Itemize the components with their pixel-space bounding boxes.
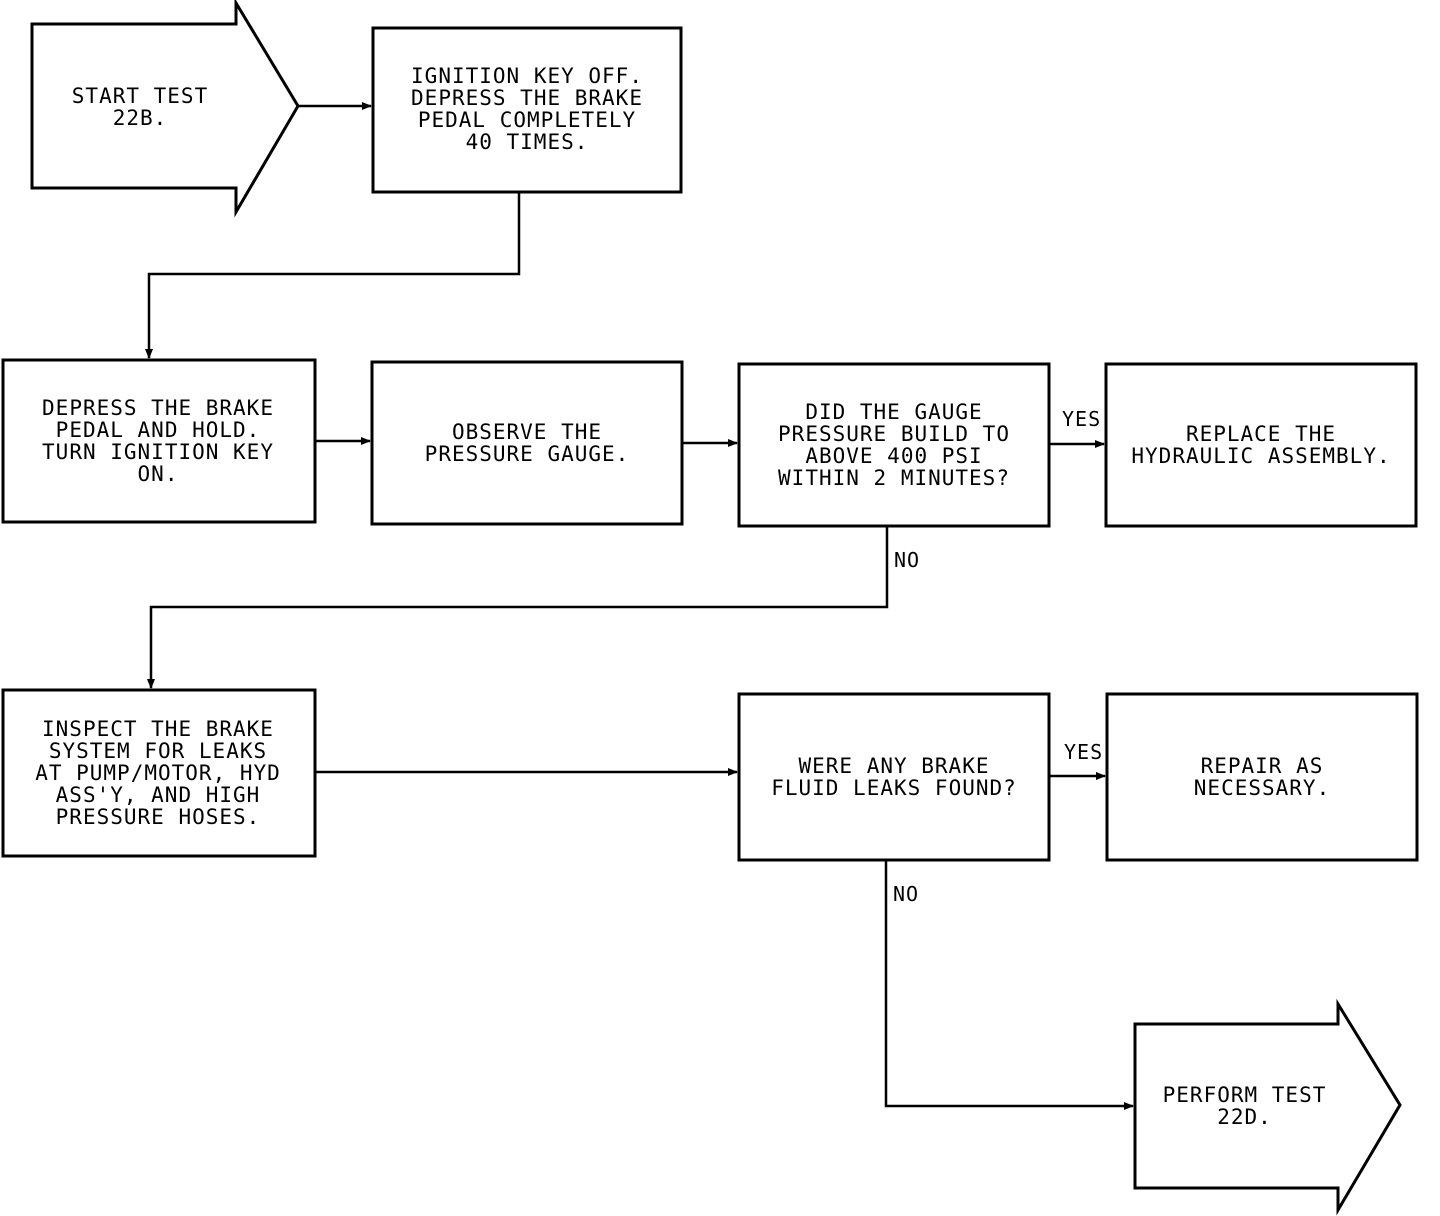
decision-fluid-leaks-box	[737, 692, 1051, 862]
end-arrow-shape	[1133, 998, 1402, 1216]
no-label-2: NO	[893, 882, 920, 906]
decision-gauge-pressure-box	[737, 362, 1051, 528]
ignition-off-label: IGNITION KEY OFF. DEPRESS THE BRAKE PEDA…	[411, 64, 643, 154]
replace-hydraulic-label: REPLACE THE HYDRAULIC ASSEMBLY.	[1131, 422, 1391, 468]
connector-ignition-to-depress	[145, 192, 521, 359]
start-arrow-shape	[30, 0, 300, 218]
step-observe-gauge-box	[370, 360, 684, 526]
yes-label-1: YES	[1062, 407, 1102, 431]
step-depress-hold-box	[1, 358, 317, 524]
inspect-leaks-label: INSPECT THE BRAKE SYSTEM FOR LEAKS AT PU…	[35, 717, 281, 829]
depress-hold-label: DEPRESS THE BRAKE PEDAL AND HOLD. TURN I…	[42, 396, 274, 486]
no-label-1: NO	[894, 548, 921, 572]
connector-decision-no-to-inspect	[147, 526, 889, 689]
action-repair-box	[1105, 692, 1419, 862]
yes-label-2: YES	[1064, 740, 1104, 764]
step-inspect-leaks-box	[1, 688, 317, 858]
action-replace-hydraulic-box	[1104, 362, 1418, 528]
gauge-pressure-question: DID THE GAUGE PRESSURE BUILD TO ABOVE 40…	[778, 400, 1010, 490]
fluid-leaks-question: WERE ANY BRAKE FLUID LEAKS FOUND?	[771, 754, 1017, 800]
connector-leaks-no-to-end	[884, 860, 1134, 1110]
repair-label: REPAIR AS NECESSARY.	[1193, 754, 1331, 800]
end-label: PERFORM TEST 22D.	[1162, 1083, 1327, 1129]
observe-gauge-label: OBSERVE THE PRESSURE GAUGE.	[424, 420, 630, 466]
start-label: START TEST 22B.	[71, 84, 209, 130]
step-ignition-off-box	[371, 26, 683, 194]
